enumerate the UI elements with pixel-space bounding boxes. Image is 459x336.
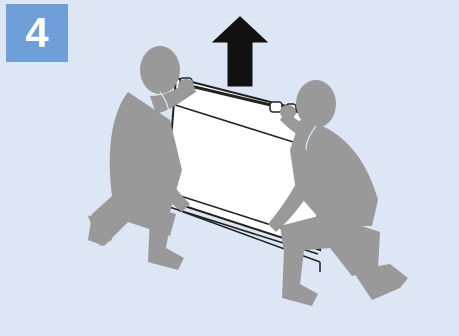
- up-arrow-icon: [208, 14, 272, 88]
